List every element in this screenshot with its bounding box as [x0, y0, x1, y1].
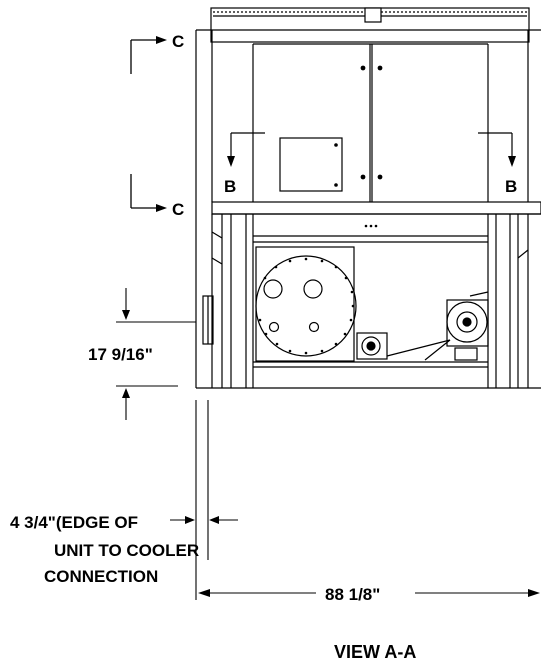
view-title: VIEW A-A — [334, 642, 416, 660]
valve-body — [356, 332, 451, 361]
access-panel — [279, 137, 343, 192]
right-pump — [446, 291, 489, 361]
height-dimension-label: 17 9/16" — [88, 345, 153, 364]
section-c-lower-label: C — [172, 200, 184, 219]
width-dimension-label: 88 1/8" — [325, 585, 380, 604]
section-b-left-label: B — [224, 177, 236, 196]
section-b-right-label: B — [505, 177, 517, 196]
pump-housing — [255, 246, 357, 362]
offset-dimension — [170, 400, 238, 600]
section-c-lower: C — [130, 174, 184, 219]
unit-roof — [210, 7, 530, 43]
height-dimension — [116, 288, 196, 420]
cooler-connection — [202, 295, 214, 345]
width-dimension — [198, 589, 540, 597]
offset-dimension-line3: CONNECTION — [44, 567, 158, 586]
lower-frame — [196, 214, 541, 389]
door-latches — [360, 65, 383, 180]
pump-bolt-circle — [258, 257, 355, 355]
section-b-right: B — [478, 132, 517, 196]
upper-cabinet — [195, 29, 541, 388]
section-c-upper: C — [130, 32, 184, 74]
offset-dimension-line1: 4 3/4"(EDGE OF — [10, 513, 138, 532]
section-b-left: B — [224, 132, 265, 196]
offset-dimension-line2: UNIT TO COOLER — [54, 541, 199, 560]
frame-marks — [364, 224, 378, 228]
section-c-upper-label: C — [172, 32, 184, 51]
